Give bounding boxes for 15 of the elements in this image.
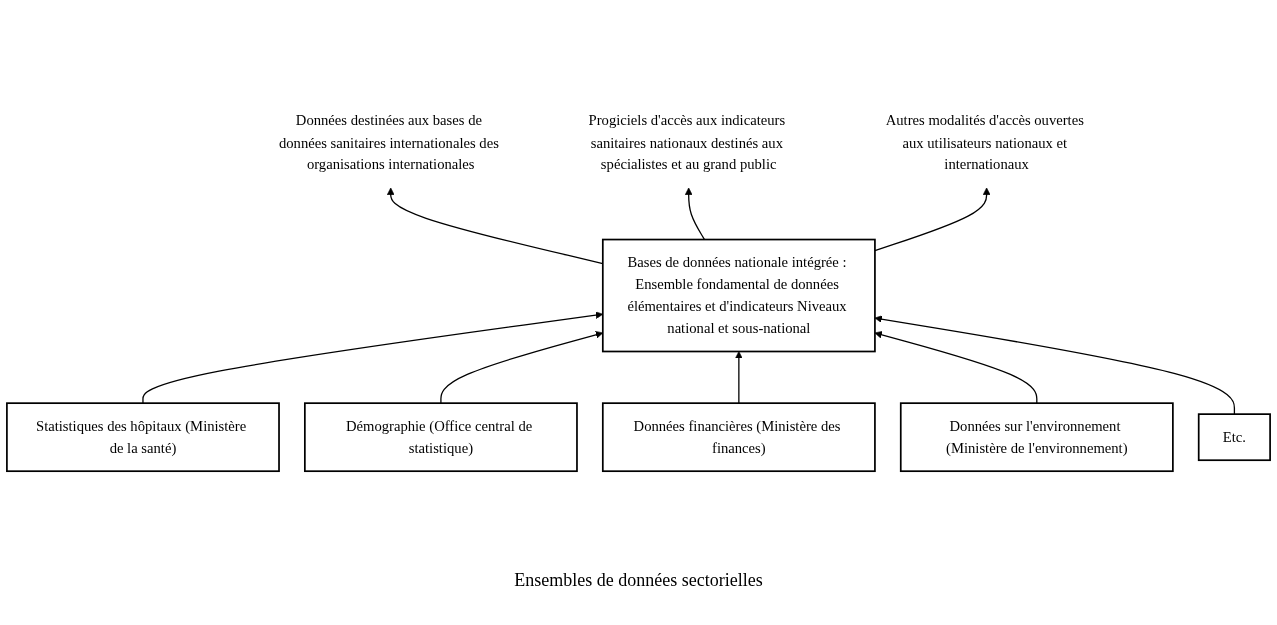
node-text: Progiciels d'accès aux indicateurs sanitaires nationaux destinés aux spécialistes et au grand public (588, 112, 786, 174)
node-text: Autres modalités d'accès ouvertes aux utilisateurs nationaux et internationaux (885, 112, 1084, 174)
node-text: Données destinées aux bases de données sanitaires internationales des organisations internationales (278, 112, 499, 174)
node-box: Statistiques des hôpitaux (Ministère de la santé) (6, 402, 280, 473)
arrow (684, 188, 706, 241)
node-box: Données financières (Ministère des finances) (601, 402, 876, 473)
node-box: Démographie (Office central de statistique) (304, 402, 578, 473)
caption-label: Ensembles de données sectorielles (514, 570, 763, 590)
node-box: Bases de données nationale intégrée : Ensemble fondamental de données élémentaires et d'indicateurs Niveaux national et sous-national (601, 239, 876, 353)
arrow (735, 351, 743, 405)
arrow (874, 331, 1038, 405)
arrow (874, 188, 991, 252)
arrow (874, 315, 1236, 416)
node-box: Données sur l'environnement (Ministère de l'environnement) (899, 402, 1174, 473)
node-box: Etc. (1197, 413, 1271, 462)
